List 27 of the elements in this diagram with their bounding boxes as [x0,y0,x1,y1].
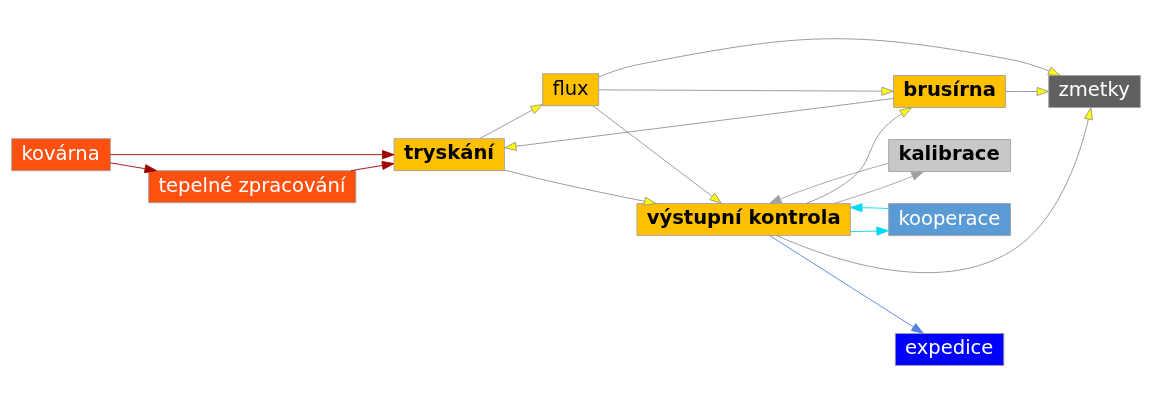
arrow [769,162,889,204]
arrow [1005,86,1050,96]
arrow [110,161,157,173]
node-box: kalibrace [888,138,1011,172]
arrow [504,97,894,151]
arrow [850,226,889,236]
arrow [833,170,924,204]
arrow [805,106,913,204]
arrow [598,37,1061,77]
arrow [110,149,395,159]
arrow [350,160,395,171]
node-box: tepelné zpracování [148,169,357,203]
node-box: výstupní kontrola [636,202,851,236]
arrow [769,234,924,334]
node-box: kovárna [11,137,111,171]
node-box: kooperace [888,202,1011,236]
node-box: tryskání [393,137,505,171]
node-box: expedice [894,332,1005,366]
arrow [598,86,894,96]
node-box: flux [542,72,600,106]
arrow [850,202,889,212]
arrow [504,169,657,206]
arrow [592,104,722,204]
arrow [479,103,544,139]
arrow [776,106,1093,273]
node-box: zmetky [1048,74,1141,108]
node-box: brusírna [893,74,1007,108]
